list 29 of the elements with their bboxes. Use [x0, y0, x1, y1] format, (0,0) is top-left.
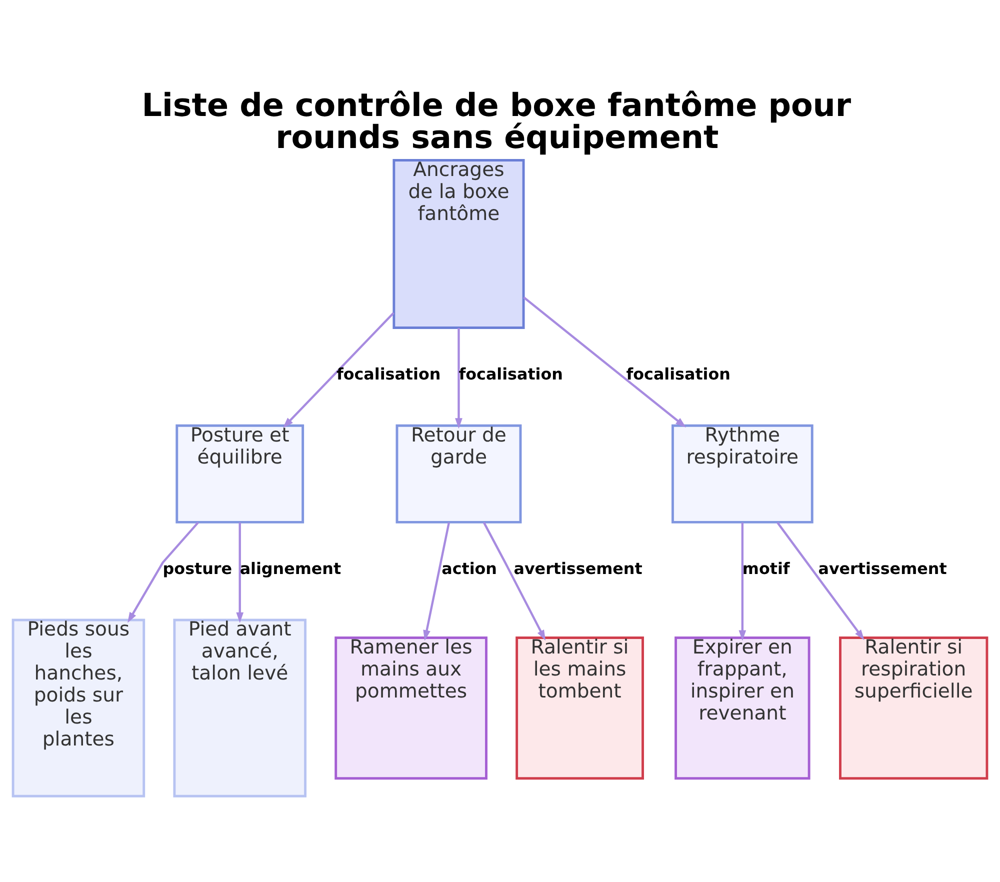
node-box: Retour de garde: [396, 424, 522, 523]
edge-label: focalisation: [626, 364, 730, 384]
arrow: [523, 296, 686, 427]
arrow: [482, 521, 546, 640]
node-box: Ralentir si les mains tombent: [516, 636, 644, 780]
node-box: Pied avant avancé, talon levé: [173, 618, 306, 797]
node-box: Ramener les mains aux pommettes: [334, 636, 488, 780]
arrow: [776, 521, 864, 640]
node-box: Rythme respiratoire: [672, 424, 814, 523]
node-box: Ancrages de la boxe fantôme: [392, 158, 525, 328]
arrow: [282, 312, 394, 428]
arrow: [455, 328, 462, 428]
edge-label: avertissement: [514, 558, 642, 578]
edge-label: posture: [162, 558, 232, 578]
node-box: Pieds sous les hanches, poids sur les plantes: [12, 618, 146, 797]
edge-label: focalisation: [336, 364, 441, 384]
arrow: [423, 522, 450, 640]
arrow: [236, 522, 244, 622]
edge-label: focalisation: [458, 364, 563, 384]
node-box: Ralentir si respiration superficielle: [839, 636, 988, 780]
edge-label: action: [442, 558, 497, 578]
node-box: Expirer en frappant, inspirer en revenant: [674, 636, 810, 780]
edge-label: avertissement: [818, 558, 947, 578]
diagram-title: Liste de contrôle de boxe fantôme pour rounds sans équipement: [142, 86, 852, 156]
node-box: Posture et équilibre: [176, 424, 304, 523]
arrow: [128, 521, 199, 622]
edge-label: alignement: [240, 558, 342, 578]
arrow: [738, 522, 746, 640]
edge-label: motif: [742, 558, 790, 578]
